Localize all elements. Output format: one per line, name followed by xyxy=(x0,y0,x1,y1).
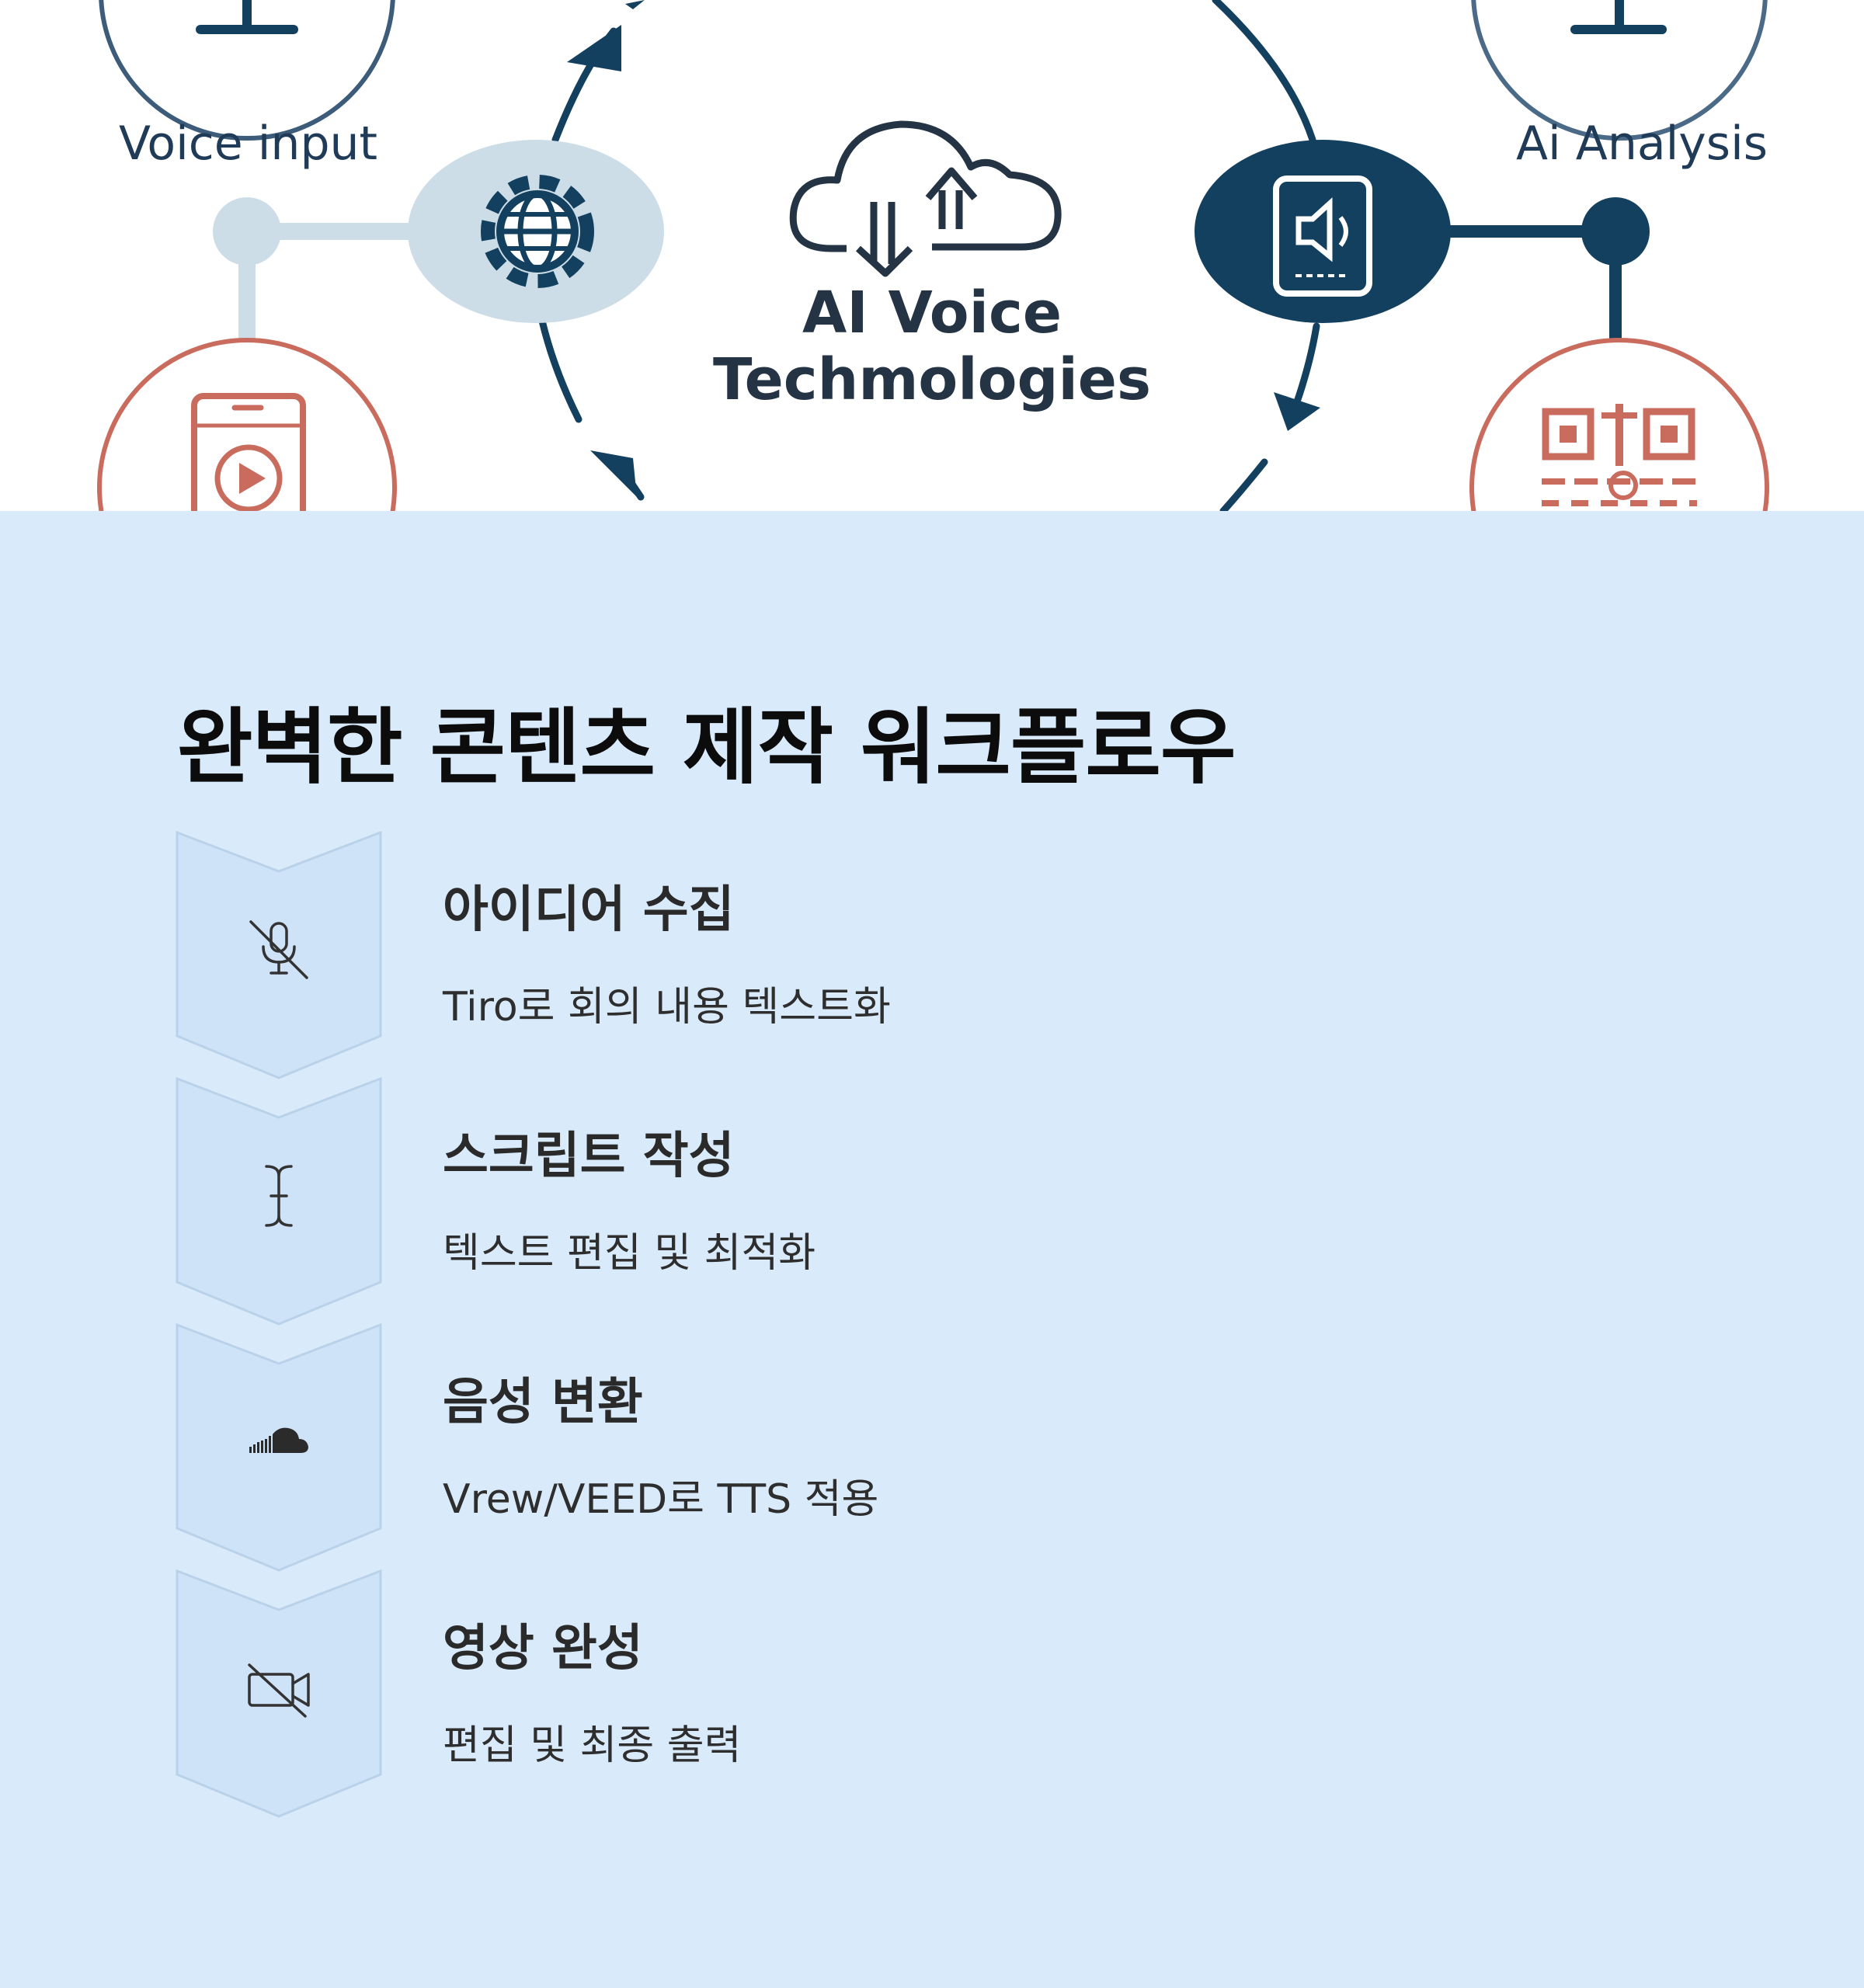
step-title: 영상 완성 xyxy=(443,1620,643,1677)
soundcloud-icon xyxy=(249,1427,308,1453)
section-title: 완벽한 콘텐츠 제작 워크플로우 xyxy=(177,700,1236,795)
step-description: 텍스트 편집 및 최적화 xyxy=(443,1230,816,1277)
video-off-icon xyxy=(248,1663,310,1718)
workflow-step: 아이디어 수집 Tiro로 회의 내용 텍스트화 xyxy=(176,831,1651,1079)
microphone-icon xyxy=(1471,0,1768,141)
video-phone-icon xyxy=(97,338,397,511)
mic-off-icon xyxy=(249,920,308,979)
step-chevron xyxy=(176,831,382,1079)
globe-gear-icon xyxy=(408,140,664,323)
hero-title-line1: AI Voice xyxy=(802,280,1062,346)
qr-code-icon xyxy=(1469,338,1769,511)
hero-illustration: Voice input Ai Analysis AI Voice Techmol… xyxy=(0,0,1864,511)
workflow-step: 음성 변환 Vrew/VEED로 TTS 적용 xyxy=(176,1323,1651,1572)
step-title: 스크립트 작성 xyxy=(443,1128,735,1185)
speaker-tablet-icon xyxy=(1195,140,1451,323)
arrow-head xyxy=(567,25,621,71)
arrow-head xyxy=(590,450,637,497)
workflow-step: 스크립트 작성 텍스트 편집 및 최적화 xyxy=(176,1077,1651,1326)
step-description: 편집 및 최종 출력 xyxy=(443,1722,742,1769)
step-description: Vrew/VEED로 TTS 적용 xyxy=(443,1476,879,1523)
hero-title: AI Voice Techmologies xyxy=(699,280,1165,413)
hero-title-line2: Techmologies xyxy=(712,346,1152,413)
workflow-section: 완벽한 콘텐츠 제작 워크플로우 아이디어 수집 Tiro로 회의 내용 텍스트… xyxy=(0,511,1864,1988)
hero-diagram xyxy=(97,0,1769,511)
cloud-upload-download-icon xyxy=(789,120,1062,277)
voice-input-label: Voice input xyxy=(119,116,378,171)
text-cursor-icon xyxy=(265,1165,293,1227)
ai-analysis-label: Ai Analysis xyxy=(1516,116,1768,171)
connector-node xyxy=(213,197,281,266)
step-title: 음성 변환 xyxy=(443,1374,643,1431)
workflow-step: 영상 완성 편집 및 최종 출력 xyxy=(176,1569,1651,1818)
step-title: 아이디어 수집 xyxy=(443,881,735,939)
arrow-head xyxy=(1274,392,1320,431)
connector-node xyxy=(1581,197,1650,266)
step-description: Tiro로 회의 내용 텍스트화 xyxy=(443,984,891,1030)
microphone-icon xyxy=(99,0,395,141)
